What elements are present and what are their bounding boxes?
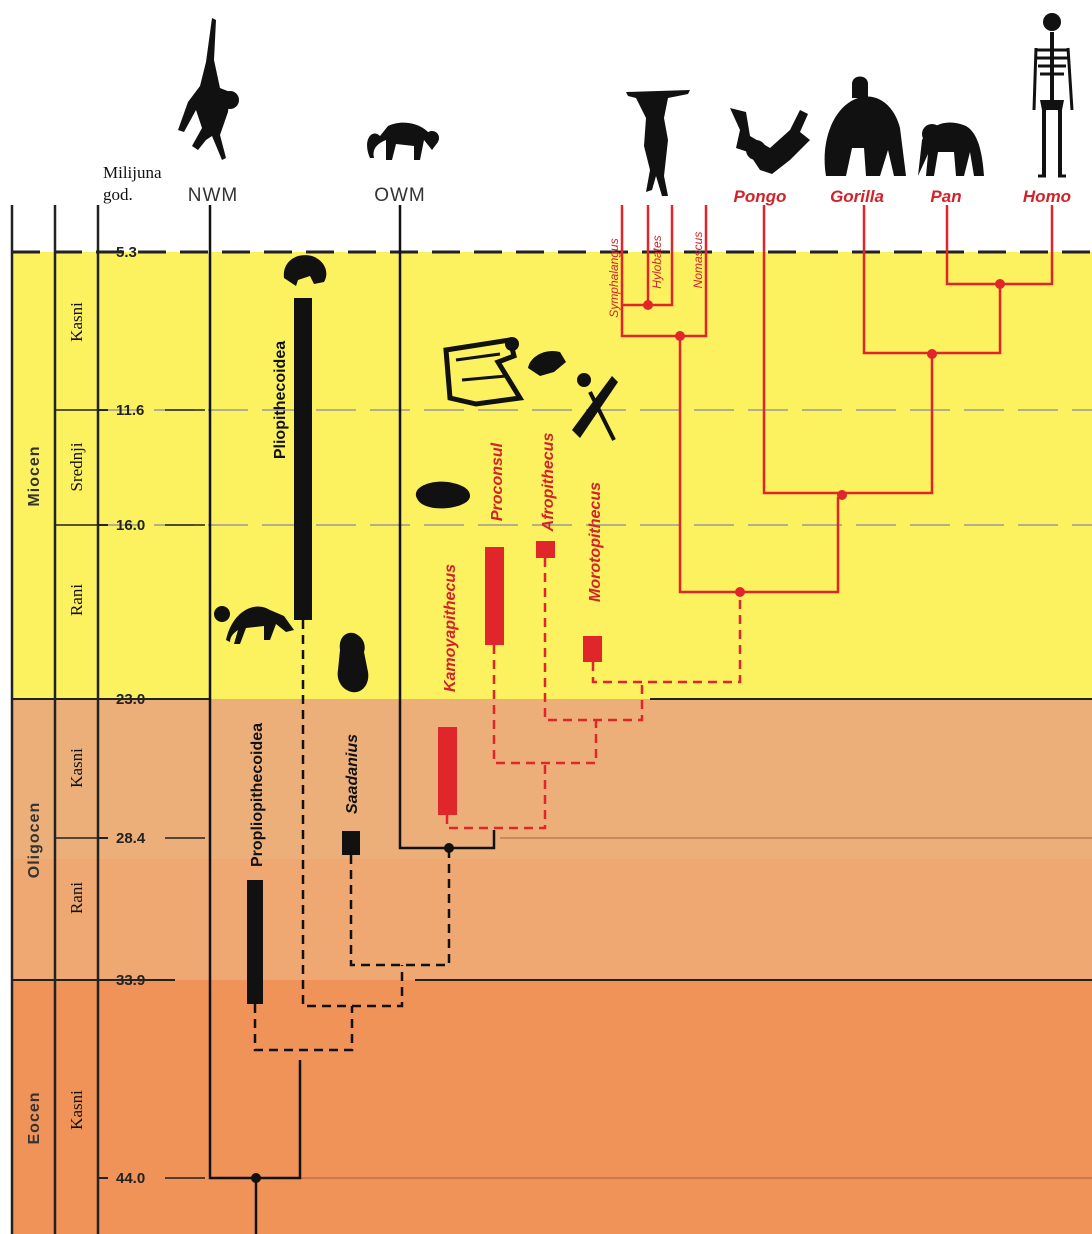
subepoch-label-oligocene-late: Kasni (67, 748, 86, 788)
old-world-monkey-icon (367, 123, 439, 160)
genus-label-pan: Pan (930, 187, 961, 206)
afropithecus-range-bar (536, 541, 555, 558)
epoch-label-oligocene: Oligocen (26, 802, 43, 878)
time-unit-label-line1: Milijuna (103, 163, 162, 182)
epoch-label-eocene: Eocen (26, 1091, 43, 1144)
clade-label-nwm: NWM (188, 185, 238, 206)
taxon-label-propliopithecoidea: Propliopithecoidea (249, 723, 266, 867)
subepoch-label-eocene-late: Kasni (67, 1090, 86, 1130)
genus-label-gorilla: Gorilla (830, 187, 884, 206)
genus-label-pongo: Pongo (734, 187, 787, 206)
taxon-label-morotopithecus: Morotopithecus (587, 482, 604, 602)
age-label-33.9: 33.9 (116, 972, 145, 989)
age-label-5.3: 5.3 (116, 244, 137, 261)
taxon-label-kamoyapithecus: Kamoyapithecus (442, 564, 459, 692)
age-label-28.4: 28.4 (116, 830, 146, 847)
oligocene-band-late (12, 699, 1092, 859)
subepoch-label-oligocene-early: Rani (67, 882, 86, 914)
subepoch-label-miocene-late: Kasni (67, 302, 86, 342)
clade-label-owm: OWM (374, 185, 426, 206)
oligocene-band-early (12, 859, 1092, 980)
pliopithecoidea-range-bar (294, 298, 312, 620)
root-node (251, 1173, 261, 1183)
epoch-label-miocene: Miocen (26, 445, 43, 506)
age-label-44.0: 44.0 (116, 1170, 145, 1187)
subepoch-label-miocene-early: Rani (67, 584, 86, 616)
time-unit-label-line2: god. (103, 185, 133, 204)
proconsul-range-bar (485, 547, 504, 645)
eocene-band (12, 980, 1092, 1234)
spider-monkey-icon (178, 18, 239, 160)
taxon-label-hylobates: Hylobates (650, 235, 664, 288)
subepoch-label-miocene-middle: Srednji (67, 442, 86, 491)
genus-label-homo: Homo (1023, 187, 1071, 206)
kamoyapithecus-range-bar (438, 727, 457, 815)
taxon-label-proconsul: Proconsul (489, 442, 506, 521)
taxon-label-symphalangus: Symphalangus (607, 238, 621, 317)
age-label-23.0: 23.0 (116, 691, 145, 708)
gibbon-icon (626, 90, 690, 196)
human-skeleton-icon (1034, 13, 1072, 176)
catarrhine-node (444, 843, 454, 853)
orangutan-icon (730, 108, 810, 174)
taxon-label-saadanius: Saadanius (344, 734, 361, 814)
morotopithecus-range-bar (583, 636, 602, 662)
gorilla-icon (825, 77, 906, 177)
saadanius-range-bar (342, 831, 360, 855)
propliopithecoidea-range-bar (247, 880, 263, 1004)
age-label-11.6: 11.6 (116, 402, 144, 419)
chimpanzee-icon (918, 122, 984, 176)
taxon-label-nomascus: Nomascus (691, 232, 705, 289)
taxon-label-afropithecus: Afropithecus (540, 433, 557, 533)
taxon-label-pliopithecoidea: Pliopithecoidea (272, 341, 289, 459)
age-label-16.0: 16.0 (116, 517, 145, 534)
